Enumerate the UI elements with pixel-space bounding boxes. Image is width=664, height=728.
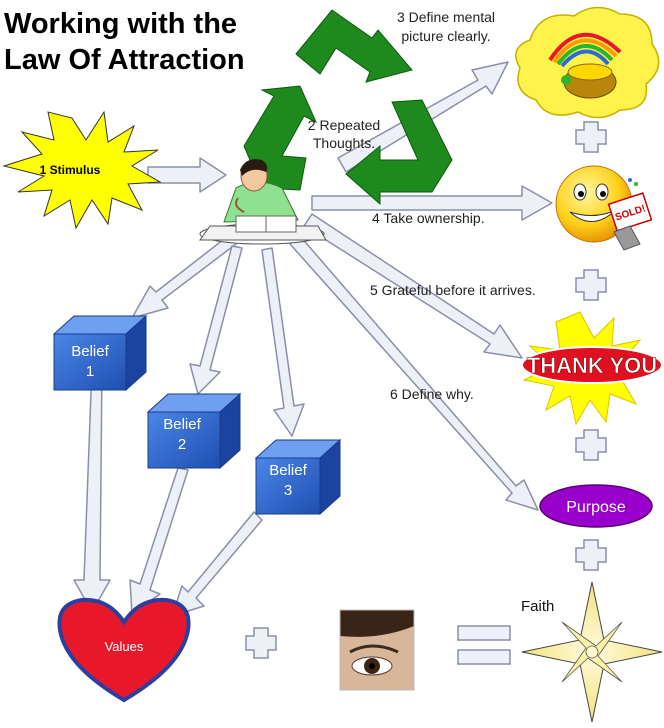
pot-of-gold-rainbow-icon [515,6,660,119]
compass-star-icon [521,581,663,723]
student-reading-icon [199,159,327,245]
plus-sign-3 [575,429,607,461]
page-title-line2: Law Of Attraction [4,44,245,76]
arrow-to-smiley [311,185,553,221]
belief-cube-2 [146,392,242,470]
page-title: Working with the Law Of Attraction [4,6,284,78]
equals-sign-top [457,625,511,641]
define-why-label: 6 Define why. [390,386,474,402]
plus-sign-2 [575,269,607,301]
belief-2-label: Belief [163,416,201,433]
values-heart [57,597,191,703]
repeated-thoughts-line2: Thoughts. [313,135,375,151]
values-label: Values [105,639,144,654]
plus-sign-1 [575,121,607,153]
arrow-to-thankyou [303,213,523,359]
belief-3-number: 3 [284,482,292,499]
belief-3-label: Belief [269,462,307,479]
stimulus-burst [2,110,162,230]
stimulus-label: 1 Stimulus [40,163,101,177]
belief-cube-3 [254,438,342,516]
thank-you-banner [521,346,663,384]
plus-sign-5 [245,627,277,659]
arrow-to-belief-1 [131,235,237,319]
belief-2-number: 2 [178,436,186,453]
belief-cube-1 [52,314,148,392]
purpose-label: Purpose [566,499,626,516]
define-mental-line2: picture clearly. [401,28,490,44]
arrow-belief-1-to-values [73,365,111,613]
grateful-label: 5 Grateful before it arrives. [370,282,536,298]
thank-you-label: THANK YOU [527,353,657,378]
recycle-arrows-icon [243,9,453,206]
arrow-to-belief-2 [189,245,243,395]
purpose-oval [539,484,653,528]
arrow-stimulus-to-person [147,157,227,193]
plus-sign-4 [575,539,607,571]
equals-sign-bottom [457,649,511,665]
page-title-line1: Working with the [4,8,238,40]
smiley-sold-sign-icon [555,165,653,251]
repeated-thoughts-line1: 2 Repeated [308,117,380,133]
eye-photo-icon [339,609,415,691]
arrow-to-belief-3 [261,247,305,437]
belief-1-number: 1 [86,363,94,380]
take-ownership-label: 4 Take ownership. [372,210,485,226]
faith-label: Faith [521,598,554,615]
define-mental-line1: 3 Define mental [397,9,495,25]
arrow-to-purpose [289,235,539,511]
arrow-belief-3-to-values [171,511,263,617]
belief-1-label: Belief [71,343,109,360]
